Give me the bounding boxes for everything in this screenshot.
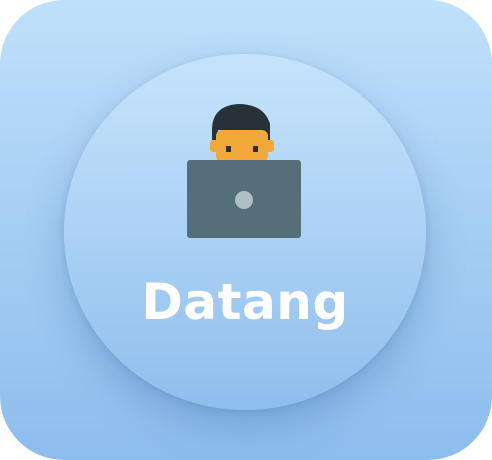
person-at-laptop-icon <box>186 100 302 240</box>
app-label: Datang <box>141 273 349 331</box>
